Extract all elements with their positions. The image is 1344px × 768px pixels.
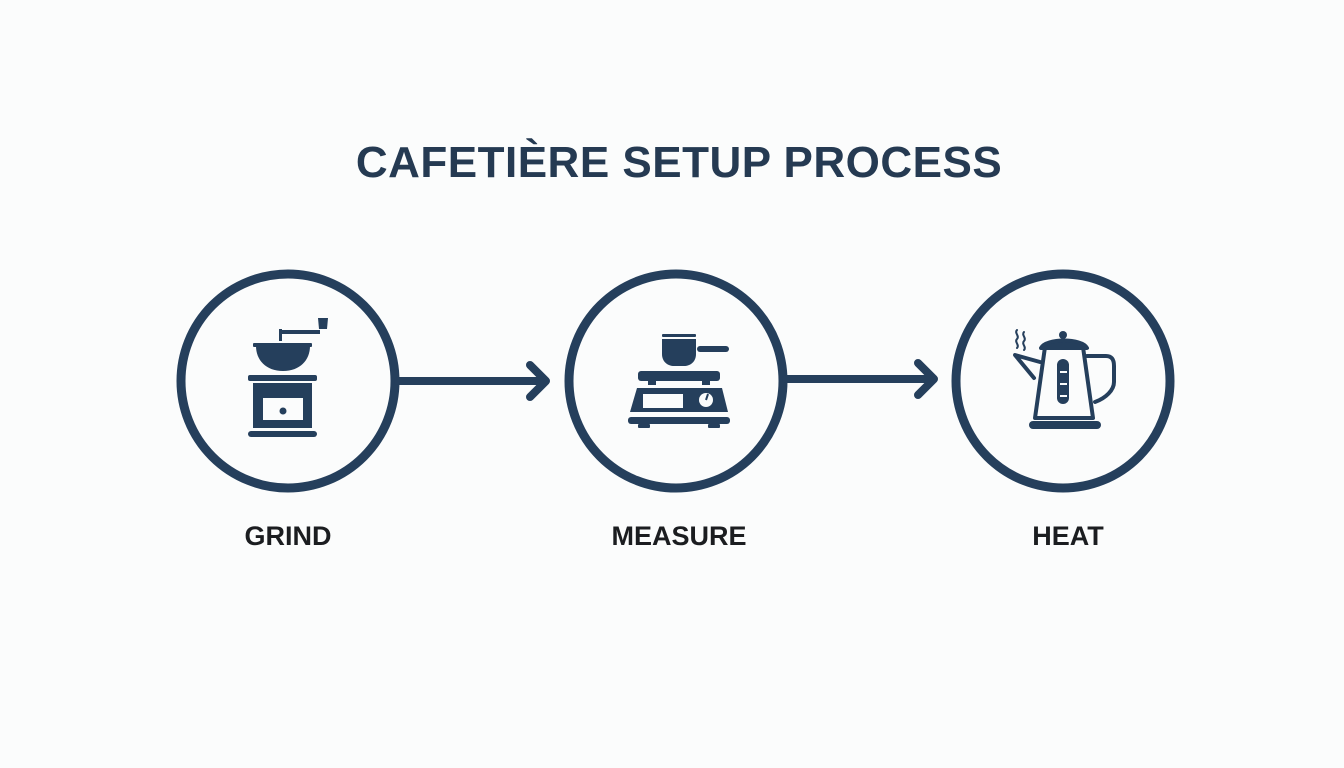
step-circle-heat xyxy=(951,269,1175,493)
step-label-grind: GRIND xyxy=(244,521,332,551)
arrow-right-icon xyxy=(782,359,938,399)
arrow-right-icon xyxy=(394,361,550,401)
step-label-measure: MEASURE xyxy=(611,521,747,551)
step-label-heat: HEAT xyxy=(1032,521,1104,551)
page-title: CAFETIÈRE SETUP PROCESS xyxy=(355,138,1003,187)
electric-kettle-icon xyxy=(1013,329,1116,420)
kitchen-scale-icon xyxy=(628,334,730,428)
coffee-grinder-icon xyxy=(248,318,328,437)
